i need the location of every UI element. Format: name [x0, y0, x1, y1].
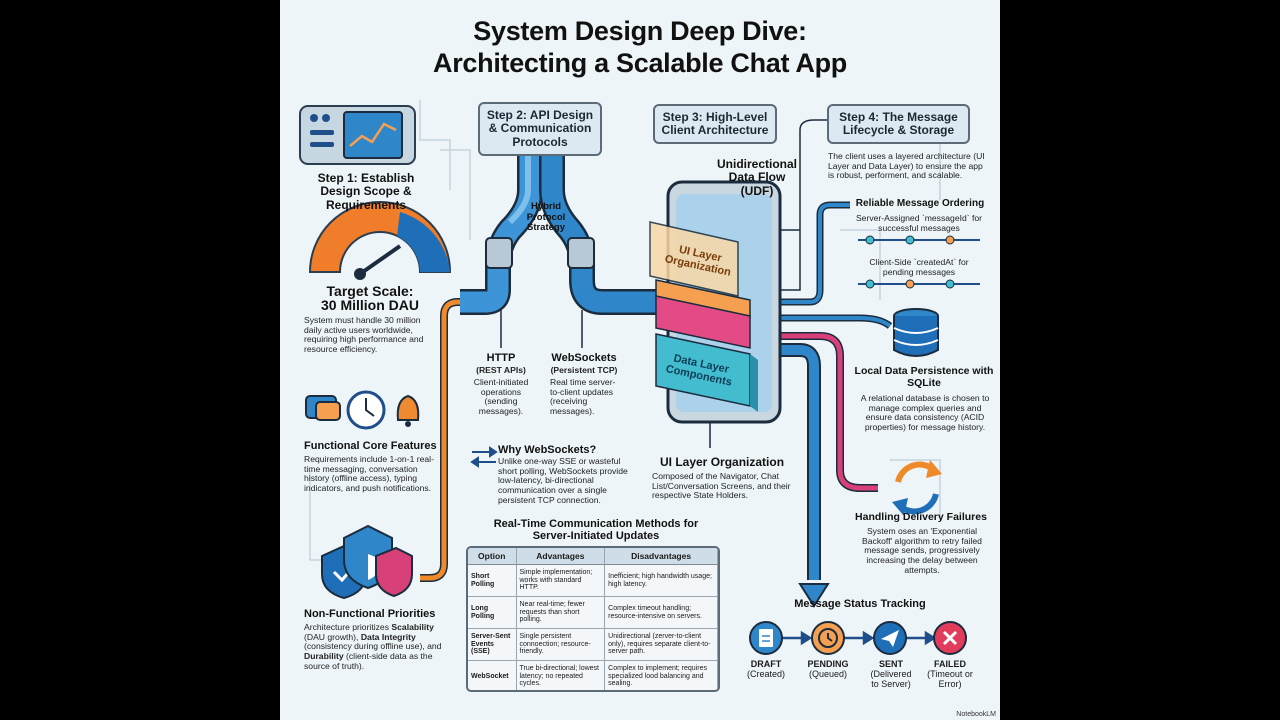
failures-desc: System oses an 'Exponential Backoff' alg… — [862, 526, 982, 575]
ui-org-desc: Composed of the Navigator, Chat List/Con… — [652, 471, 791, 501]
retry-icon — [892, 460, 942, 516]
table-header-option: Option — [468, 548, 517, 565]
step4-box: Step 4: The Message Lifecycle & Storage — [827, 104, 970, 144]
client-id: Client-Side `createdAt` for pending mess… — [869, 257, 969, 277]
ws-sub: (Persistent TCP) — [550, 365, 618, 375]
target-value: 30 Million DAU — [320, 297, 419, 313]
phone-device — [649, 180, 782, 424]
status-draft: DRAFT(Created) — [746, 659, 785, 680]
nonfunc-desc: Architecture prioritizes Scalability (DA… — [304, 622, 442, 671]
dashboard-icon — [299, 105, 416, 165]
table-cell: Long Polling — [468, 596, 517, 629]
feature-icons — [305, 390, 420, 430]
table-cell: Short Polling — [468, 564, 517, 597]
watermark: NotebookLM — [956, 711, 996, 718]
table-row: WebSocket True bi-directional; lowest la… — [468, 660, 718, 690]
ws-title: WebSockets — [551, 352, 617, 364]
http-title: HTTP — [486, 352, 516, 364]
why-desc: Unlike one-way SSE or wasteful short pol… — [498, 456, 628, 505]
table-cell: Complex timeout handling; resource-inten… — [604, 596, 718, 629]
why-title: Why WebSockets? — [498, 444, 597, 456]
nonfunc-title: Non-Functional Priorities — [304, 608, 436, 620]
failures-title: Handling Delivery Failures — [855, 511, 987, 523]
table-row: Long Polling Near real-time; fewer reque… — [468, 596, 718, 629]
ordering-title: Reliable Message Ordering — [855, 198, 985, 209]
hybrid-label: Hybrid Protocol Strategy — [526, 201, 566, 234]
step3-box: Step 3: High-Level Client Architecture — [653, 104, 777, 144]
table-cell: Server-Sent Events (SSE) — [468, 628, 517, 661]
features-desc: Requirements include 1-on-1 real-time me… — [304, 454, 434, 494]
target-desc: System must handle 30 million daily acti… — [304, 315, 424, 355]
api-pipes — [460, 155, 660, 348]
server-id: Server-Assigned `messageId` for successf… — [855, 213, 983, 233]
table-row: Server-Sent Events (SSE) Single persiste… — [468, 628, 718, 661]
database-icon — [893, 308, 939, 357]
title-line-1: System Design Deep Dive: — [473, 16, 807, 46]
features-title: Functional Core Features — [304, 440, 437, 452]
table-row: Short Polling Simple implementation; wor… — [468, 564, 718, 597]
infographic-canvas: System Design Deep Dive: Architecting a … — [280, 0, 1000, 720]
table-header-disadvantages: Disadvantages — [604, 548, 718, 565]
gauge-icon — [308, 201, 452, 280]
udf-label: Unidirectional Data Flow (UDF) — [716, 157, 797, 198]
status-sent: SENT(Delivered to Server) — [870, 659, 912, 690]
comparison-table: Option Advantages Disadvantages Short Po… — [466, 546, 720, 692]
table-cell: Complex to implement; requires specializ… — [604, 660, 718, 690]
step1-label: Step 1: Establish Design Scope & Require… — [317, 171, 415, 212]
storage-intro: The client uses a layered architecture (… — [828, 151, 985, 181]
status-icons — [749, 621, 967, 655]
table-cell: Single persistent connoection; resource-… — [516, 628, 606, 661]
table-cell: Near real-time; fewer requests than shor… — [516, 596, 606, 629]
http-sub: (REST APIs) — [476, 365, 526, 375]
table-cell: Inefficient; high handwidth usage; high … — [604, 564, 718, 597]
ui-org-title: UI Layer Organization — [660, 455, 785, 469]
sqlite-title: Local Data Persistence with SQLite — [854, 365, 994, 389]
table-cell: Simple implementation; works with standa… — [516, 564, 606, 597]
target-title: Target Scale: — [326, 283, 414, 299]
table-title: Real-Time Communication Methods for Serv… — [493, 518, 699, 543]
step2-box: Step 2: API Design & Communication Proto… — [478, 102, 602, 156]
http-desc: Client-initiated operations (sending mes… — [473, 377, 529, 417]
background-graphics — [299, 100, 980, 646]
table-cell: True bi-directional; lowest latency; no … — [516, 660, 606, 690]
status-pending: PENDING(Queued) — [807, 659, 849, 680]
table-header-advantages: Advantages — [516, 548, 606, 565]
status-title: Message Status Tracking — [794, 598, 926, 610]
sqlite-desc: A relational database is chosen to manag… — [860, 393, 990, 433]
ordering-timeline — [858, 235, 980, 289]
table-cell: WebSocket — [468, 660, 517, 690]
status-failed: FAILED(Timeout or Error) — [927, 659, 973, 690]
table-cell: Unidirectional (zerver-to-client only), … — [604, 628, 718, 661]
ws-desc: Real time server-to-client updates (rece… — [550, 377, 616, 417]
shield-icons — [321, 524, 413, 600]
title-line-2: Architecting a Scalable Chat App — [433, 48, 847, 78]
